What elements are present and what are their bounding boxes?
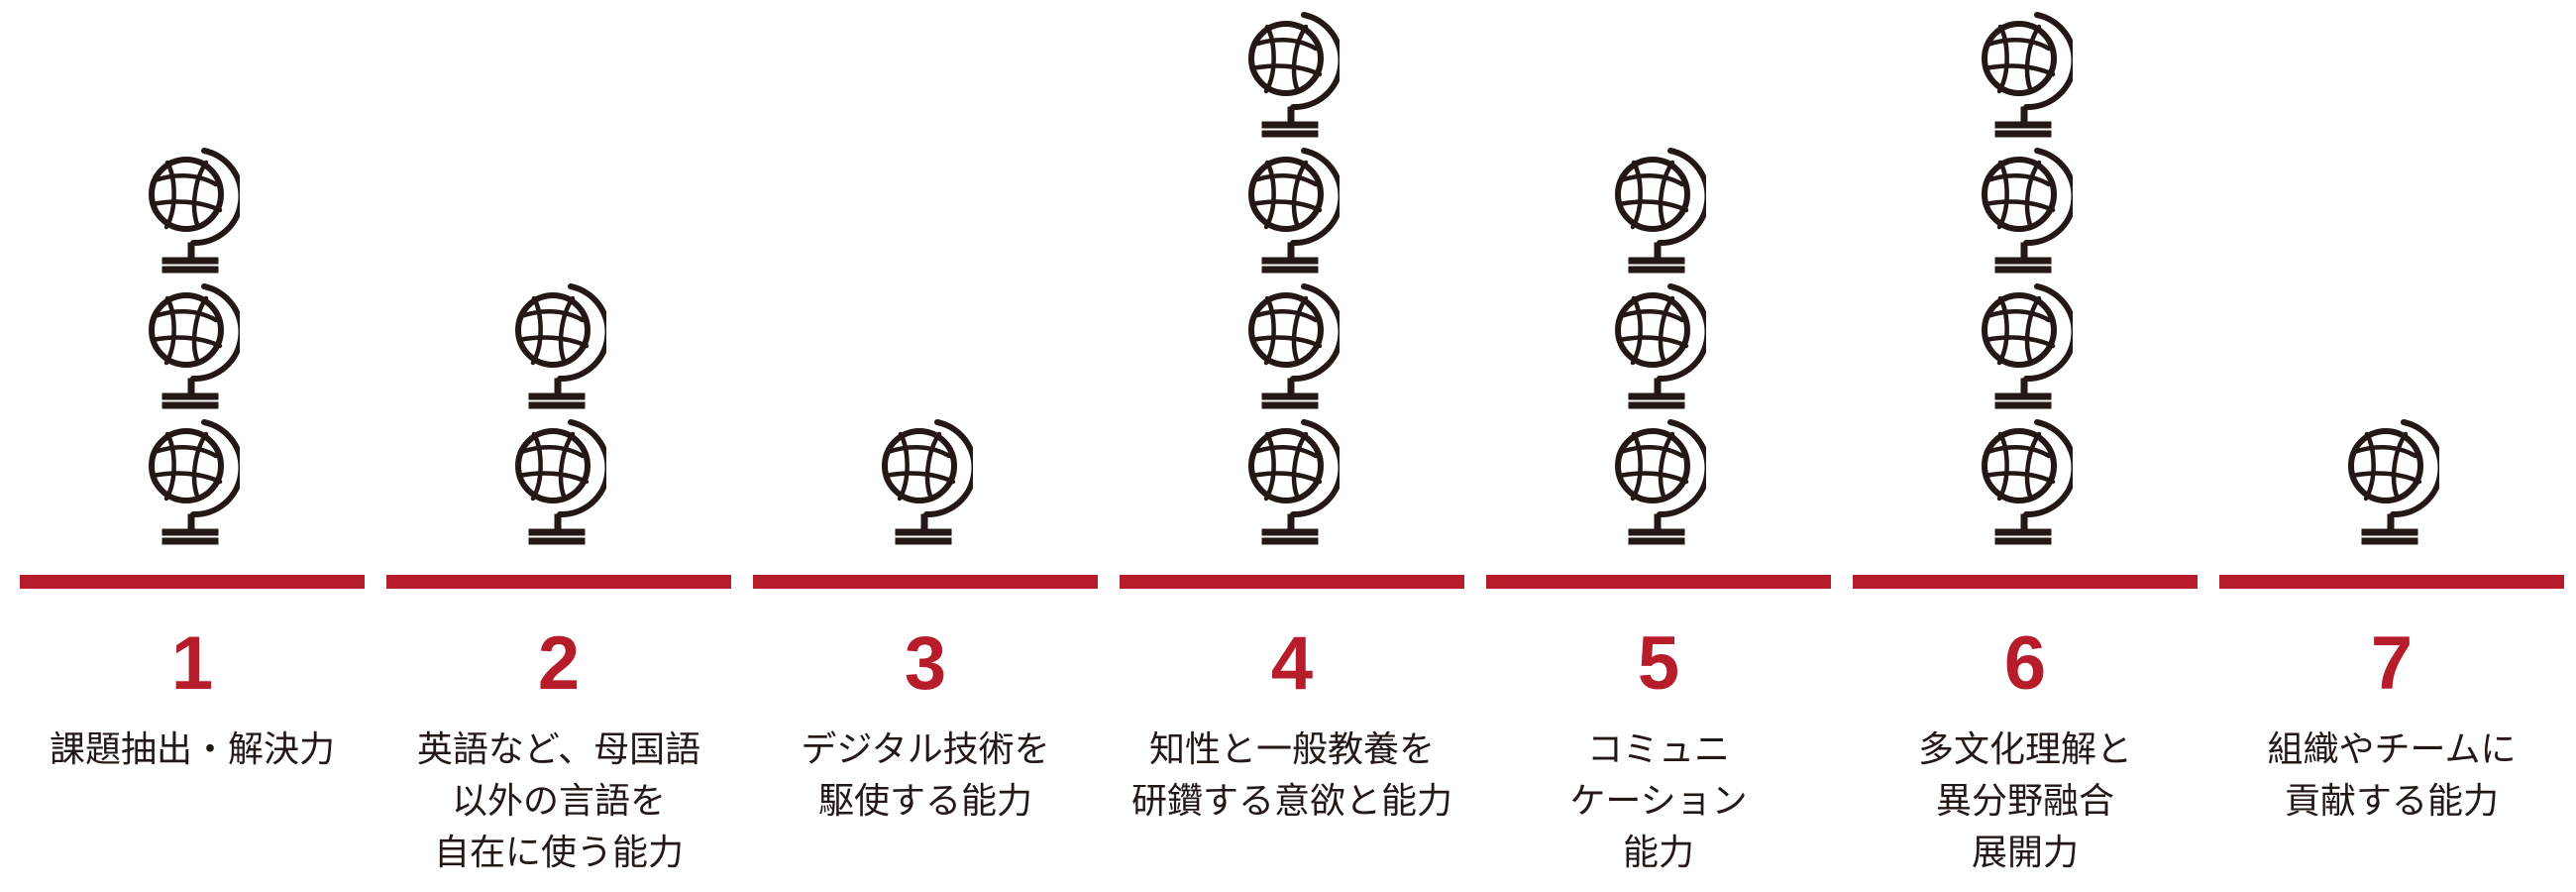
category-label-line: 知性と一般教養を	[1149, 729, 1435, 770]
category-number: 3	[905, 621, 946, 706]
globe-icon	[518, 422, 607, 544]
category-label-line: 異分野融合	[1936, 781, 2114, 822]
globe-icon	[1985, 286, 2074, 408]
globe-icon	[1251, 286, 1341, 408]
category-label-line: 課題抽出・解決力	[50, 729, 335, 770]
globe-icon	[152, 151, 241, 273]
globe-icon	[1251, 15, 1341, 137]
globe-icon	[2351, 422, 2440, 544]
globe-icon	[1618, 151, 1707, 273]
category-label-line: 貢献する能力	[2285, 781, 2499, 822]
category-number: 7	[2371, 621, 2413, 706]
category-label-line: 以外の言語を	[452, 781, 666, 822]
category-number: 6	[2004, 621, 2046, 706]
globe-icon	[1251, 422, 1341, 544]
category-bar	[753, 575, 1098, 589]
category-label-line: ケーション	[1569, 781, 1747, 822]
globe-icon	[1618, 286, 1707, 408]
category-number: 4	[1271, 621, 1313, 706]
category-bar	[2219, 575, 2564, 589]
category-bar	[20, 575, 365, 589]
category-bar	[386, 575, 731, 589]
category-number: 5	[1638, 621, 1679, 706]
category-label-line: 展開力	[1972, 833, 2079, 873]
globe-icon	[518, 286, 607, 408]
category-bar	[1853, 575, 2198, 589]
category-label-line: 研鑽する意欲と能力	[1131, 781, 1452, 822]
globe-icon	[1618, 422, 1707, 544]
category-label-line: 組織やチームに	[2268, 729, 2517, 770]
globe-icon	[1985, 15, 2074, 137]
category-label-line: 多文化理解と	[1918, 729, 2132, 770]
category-bar	[1486, 575, 1831, 589]
category-number: 1	[171, 621, 213, 706]
globe-icon	[1985, 151, 2074, 273]
category-label-line: 英語など、母国語	[417, 729, 700, 770]
globe-icon	[1251, 151, 1341, 273]
globe-icon	[1985, 422, 2074, 544]
category-label-line: 能力	[1623, 833, 1694, 873]
category-label-line: 駆使する能力	[818, 781, 1032, 822]
category-group: 1 課題抽出・解決力	[20, 151, 365, 770]
globe-icon	[885, 422, 974, 544]
globe-icon	[152, 286, 241, 408]
category-label-line: コミュニ	[1587, 729, 1730, 770]
globe-icon	[152, 422, 241, 544]
category-number: 2	[538, 621, 580, 706]
category-label-line: デジタル技術を	[801, 729, 1049, 770]
category-bar	[1120, 575, 1464, 589]
category-label-line: 自在に使う能力	[434, 833, 684, 873]
